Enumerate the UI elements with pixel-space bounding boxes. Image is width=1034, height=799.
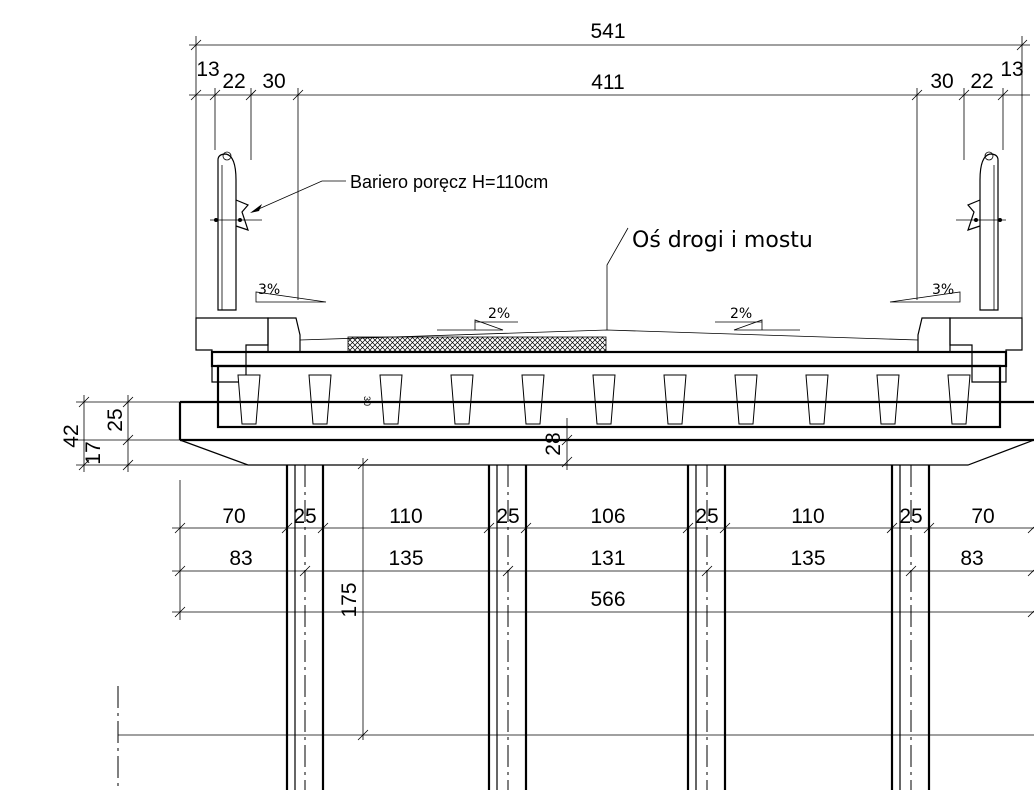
beam-void [876,374,900,425]
slope-right-kerb: 3% [932,282,954,298]
dim-row1-6: 110 [791,505,824,528]
beam-voids [237,374,971,425]
top-dimension-group: 541 411 13 22 30 30 22 13 [189,20,1030,320]
dim-row2-4: 83 [960,547,983,570]
dim-row2-0: 83 [229,547,252,570]
dim-row1-0: 70 [222,505,245,528]
dim-pile-length: 175 [338,582,361,617]
road-axis-callout: Oś drogi i mostu [606,227,813,330]
dim-kerb-left: 30 [262,70,285,93]
dim-row1-8: 70 [971,505,994,528]
slope-left-kerb: 3% [258,282,280,298]
dim-row2-2: 131 [590,547,625,570]
barrier-label: Bariero poręcz H=110cm [350,172,548,192]
dim-row1-2: 110 [389,505,422,528]
dim-edge-right: 13 [1000,58,1023,81]
pile-4 [890,465,931,790]
dim-row1-1: 25 [293,505,316,528]
dim-row1-4: 106 [590,505,625,528]
dim-row2-3: 135 [790,547,825,570]
beam-void [663,374,687,425]
dim-barrier-right: 22 [970,70,993,93]
bottom-dims: 70 25 110 25 106 25 110 25 70 83 135 131… [172,480,1034,620]
dim-row1-3: 25 [496,505,519,528]
barrier-callout: Bariero poręcz H=110cm [250,172,548,213]
beam-void [521,374,545,425]
dim-kerb-right: 30 [930,70,953,93]
barrier-right [956,151,1006,311]
piles [117,465,1034,790]
dim-height-total: 42 [60,424,83,447]
dim-slab-thickness: 28 [542,432,565,455]
beam-void [805,374,829,425]
slope-indicators: 3% 2% 2% 3% [255,282,961,331]
slope-right-deck: 2% [730,306,752,322]
slab-thickness-dim: 28 [542,418,573,470]
beam-void [308,374,332,425]
beam-void [237,374,261,425]
slope-left-deck: 2% [488,306,510,322]
barrier-left [210,151,262,311]
road-axis-label: Oś drogi i mostu [632,228,813,253]
dim-carriageway: 411 [591,71,624,94]
dim-height-upper: 25 [104,408,127,431]
pile-3 [686,465,727,790]
beam-void [734,374,758,425]
beam-void [947,374,971,425]
beam-void [450,374,474,425]
beam-void [592,374,616,425]
pile-1 [285,465,325,790]
dim-row2-1: 135 [388,547,423,570]
dim-edge-left: 13 [196,58,219,81]
dim-height-lower: 17 [82,441,105,464]
dim-pile-total: 566 [590,588,625,611]
dim-row1-7: 25 [899,505,922,528]
left-height-dims: 42 17 25 [60,395,248,472]
pile-length-dim: 175 [338,458,369,741]
dim-barrier-left: 22 [222,70,245,93]
dim-row1-5: 25 [695,505,718,528]
dim-total-width: 541 [590,20,625,43]
pile-2 [487,465,528,790]
beam-void [379,374,403,425]
deck-structure: 30 [178,317,1034,466]
